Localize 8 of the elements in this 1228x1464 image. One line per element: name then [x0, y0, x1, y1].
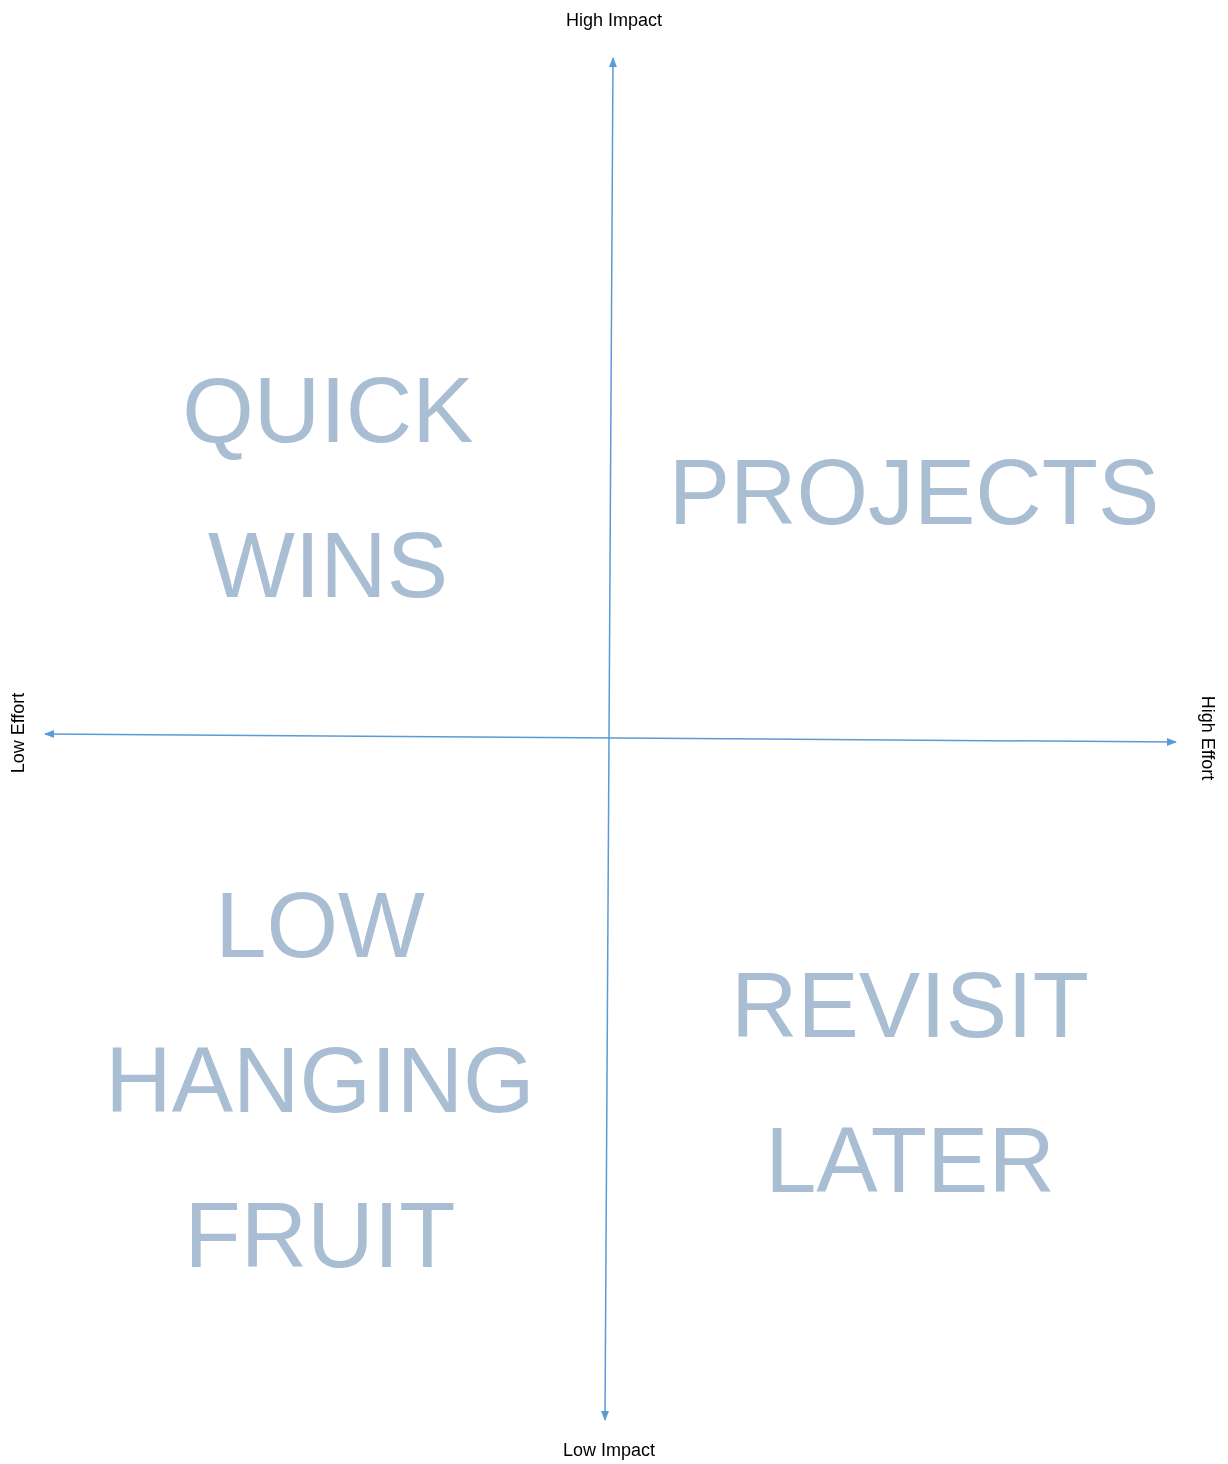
axis-label: High Impact	[565, 9, 662, 32]
axis-label: High Effort	[1197, 695, 1219, 781]
quadrant-label: PROJECTS	[668, 440, 1160, 545]
quadrant-label: REVISIT LATER	[730, 953, 1090, 1213]
axis-label: Low Impact	[562, 1439, 655, 1462]
quadrant-label: QUICK WINS	[181, 358, 475, 618]
axis-label: Low Effort	[7, 692, 29, 774]
quadrant-label: LOW HANGING FRUIT	[104, 873, 536, 1288]
